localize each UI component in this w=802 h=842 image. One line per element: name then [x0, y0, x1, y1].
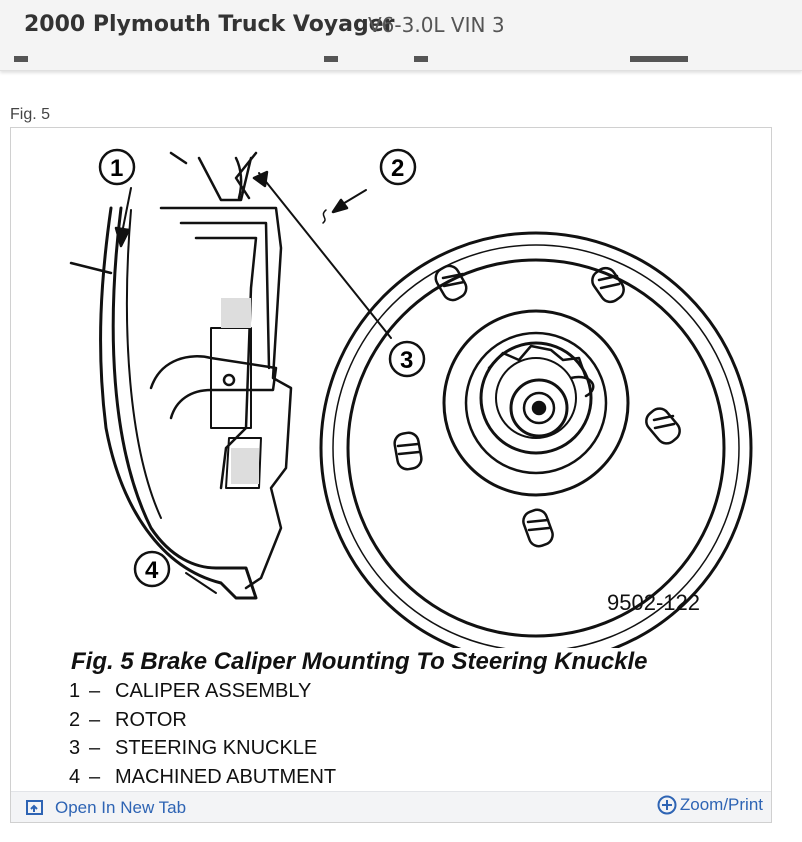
legend-number: 4	[69, 765, 81, 788]
figure-caption: Fig. 5 Brake Caliper Mounting To Steerin…	[71, 648, 648, 675]
open-in-new-tab-label: Open In New Tab	[55, 798, 187, 817]
figure-toolbar: Open In New Tab Zoom/Print	[11, 791, 771, 822]
legend-text: CALIPER ASSEMBLY	[115, 680, 312, 702]
brake-caliper-diagram: 1 2 3 4	[69, 148, 753, 648]
legend-text: MACHINED ABUTMENT	[115, 765, 337, 788]
zoom-print-button[interactable]: Zoom/Print	[657, 795, 763, 815]
legend-text: ROTOR	[115, 708, 187, 731]
page-title: 2000 Plymouth Truck Voyager	[24, 12, 395, 37]
clipped-text-line	[14, 54, 694, 72]
legend-item: 3–STEERING KNUCKLE	[69, 737, 336, 766]
callout-1: 1	[110, 155, 123, 182]
open-in-new-tab-button[interactable]: Open In New Tab	[25, 798, 186, 818]
figure-frame: 1 2 3 4 9502-122 Fig. 5 Brake Caliper Mo…	[10, 127, 772, 823]
callout-2: 2	[391, 155, 404, 182]
callout-3: 3	[400, 347, 413, 374]
legend-number: 2	[69, 708, 81, 731]
legend-item: 1–CALIPER ASSEMBLY	[69, 680, 336, 709]
legend-dash: –	[89, 708, 101, 731]
legend-dash: –	[89, 737, 101, 759]
parts-legend: 1–CALIPER ASSEMBLY 2–ROTOR 3–STEERING KN…	[69, 680, 336, 794]
legend-dash: –	[89, 680, 101, 702]
zoom-print-label: Zoom/Print	[679, 795, 763, 814]
figure-code: 9502-122	[607, 590, 700, 615]
figure-label: Fig. 5	[10, 106, 51, 123]
legend-dash: –	[89, 765, 101, 788]
legend-item: 4–MACHINED ABUTMENT	[69, 766, 336, 795]
legend-number: 1	[69, 680, 81, 702]
legend-item: 2–ROTOR	[69, 709, 336, 738]
page-header: 2000 Plymouth Truck Voyager V6-3.0L VIN …	[0, 0, 802, 71]
open-in-new-tab-icon	[26, 800, 43, 815]
legend-number: 3	[69, 737, 81, 759]
engine-subtitle: V6-3.0L VIN 3	[368, 13, 505, 37]
legend-text: STEERING KNUCKLE	[115, 737, 318, 759]
callout-4: 4	[145, 557, 159, 584]
zoom-plus-icon	[657, 795, 677, 815]
